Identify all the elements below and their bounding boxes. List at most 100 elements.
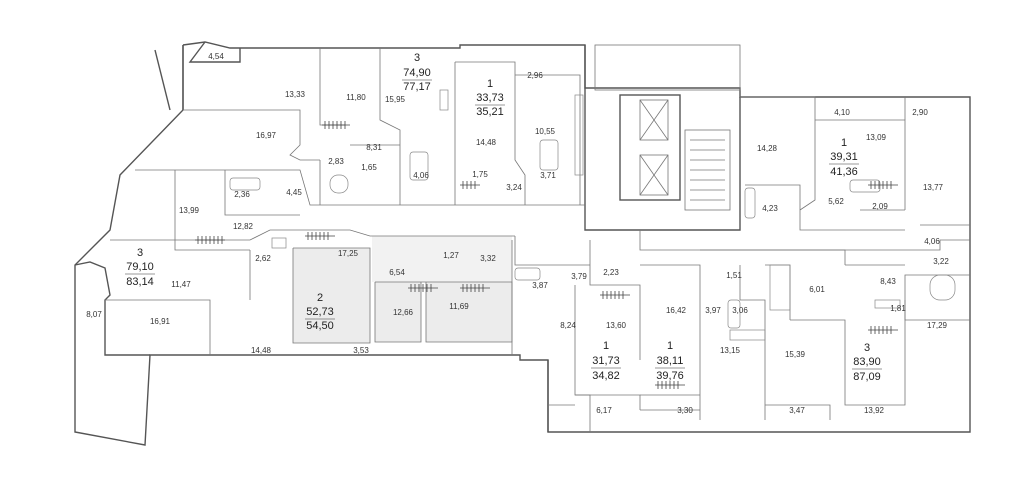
room-area-label: 14,48: [476, 138, 497, 147]
elevator-1: [639, 99, 669, 141]
room-area-label: 3,30: [677, 406, 693, 415]
apartment-label[interactable]: 3 83,90 87,09: [852, 342, 882, 383]
room-area-label: 13,09: [866, 133, 887, 142]
room-area-label: 3,06: [732, 306, 748, 315]
room-area-label: 1,51: [726, 271, 742, 280]
room-area-label: 15,39: [785, 350, 806, 359]
apartment-rooms: 1: [667, 340, 673, 352]
apartment-label[interactable]: 1 39,31 41,36: [829, 137, 859, 178]
apartment-label[interactable]: 3 79,10 83,14: [125, 247, 155, 288]
apartment-area-living: 38,11: [657, 355, 684, 367]
room-area-label: 6,17: [596, 406, 612, 415]
room-area-label: 11,80: [346, 93, 366, 102]
apartment-area-total: 39,76: [656, 370, 684, 382]
apartment-area-living: 31,73: [592, 355, 620, 367]
apartment-rooms: 3: [864, 342, 870, 354]
room-area-label: 2,83: [328, 157, 344, 166]
room-area-label: 14,28: [757, 144, 778, 153]
apartment-rooms: 1: [841, 137, 847, 149]
room-area-label: 3,24: [506, 183, 522, 192]
room-area-label: 4,10: [834, 108, 850, 117]
apartment-area-total: 35,21: [476, 106, 504, 118]
highlight-area-bedroom: [375, 282, 421, 342]
room-area-label: 2,23: [603, 268, 619, 277]
apartment-area-total: 83,14: [126, 276, 154, 288]
apartment-rooms: 2: [317, 292, 323, 304]
room-area-label: 13,60: [606, 321, 627, 330]
room-area-label: 16,97: [256, 131, 277, 140]
room-area-label: 11,69: [449, 302, 469, 311]
room-area-label: 12,82: [233, 222, 254, 231]
room-area-label: 3,53: [353, 346, 369, 355]
apartment-label[interactable]: 1 38,11 39,76: [655, 340, 685, 382]
room-area-label: 16,42: [666, 306, 687, 315]
room-area-label: 3,22: [933, 257, 949, 266]
room-area-label: 8,43: [880, 277, 896, 286]
outer-walls: [74, 41, 971, 446]
apartment-area-total: 77,17: [403, 81, 431, 93]
room-area-label: 5,62: [828, 197, 844, 206]
apartment-area-total: 34,82: [592, 370, 620, 382]
room-area-label: 3,71: [540, 171, 556, 180]
room-area-label: 6,01: [809, 285, 825, 294]
room-area-label: 2,62: [255, 254, 271, 263]
highlighted-apartment[interactable]: [293, 236, 512, 343]
room-area-label: 1,81: [890, 304, 906, 313]
apartment-area-total: 41,36: [830, 166, 858, 178]
apartment-area-living: 79,10: [126, 261, 154, 273]
stairs: [684, 129, 731, 211]
apartment-label[interactable]: 3 74,90 77,17: [402, 52, 432, 93]
room-area-label: 4,23: [762, 204, 778, 213]
room-area-label: 2,90: [912, 108, 928, 117]
room-area-label: 17,29: [927, 321, 948, 330]
room-area-label: 1,27: [443, 251, 459, 260]
room-area-label: 15,95: [385, 95, 406, 104]
apartment-area-total: 54,50: [306, 320, 334, 332]
room-area-label: 8,31: [366, 143, 382, 152]
core: [594, 44, 741, 211]
room-area-label: 13,99: [179, 206, 200, 215]
room-area-label: 16,91: [150, 317, 171, 326]
room-area-label: 11,47: [171, 280, 191, 289]
room-labels: 4,54 13,33 11,80 15,95 2,96 16,97 8,31 1…: [86, 52, 949, 415]
room-area-label: 3,32: [480, 254, 496, 263]
apartment-area-living: 74,90: [403, 67, 431, 79]
apartment-rooms: 1: [487, 78, 493, 90]
room-area-label: 13,77: [923, 183, 944, 192]
room-area-label: 4,45: [286, 188, 302, 197]
room-area-label: 2,09: [872, 202, 888, 211]
room-area-label: 8,07: [86, 310, 102, 319]
room-area-label: 13,33: [285, 90, 306, 99]
room-area-label: 4,06: [413, 171, 429, 180]
room-area-label: 14,48: [251, 346, 272, 355]
room-area-label: 17,25: [338, 249, 359, 258]
room-area-label: 3,97: [705, 306, 721, 315]
apartment-rooms: 1: [603, 340, 609, 352]
apartment-rooms: 3: [414, 52, 420, 64]
room-area-label: 3,79: [571, 272, 587, 281]
elevator-2: [639, 154, 669, 196]
interior-walls: [105, 48, 970, 432]
room-area-label: 10,55: [535, 127, 556, 136]
apartment-area-living: 83,90: [853, 356, 881, 368]
apartment-labels: 3 74,90 77,17 1 33,73 35,21 1 39,31 41,3…: [125, 52, 882, 383]
room-area-label: 1,75: [472, 170, 488, 179]
apartment-label[interactable]: 1 31,73 34,82: [591, 340, 621, 382]
room-area-label: 2,96: [527, 71, 543, 80]
apartment-label[interactable]: 2 52,73 54,50: [305, 292, 335, 332]
room-area-label: 4,06: [924, 237, 940, 246]
apartment-area-living: 39,31: [830, 151, 858, 163]
highlight-area-room: [426, 282, 512, 342]
highlight-area-hall: [372, 236, 512, 282]
apartment-area-living: 52,73: [306, 306, 334, 318]
room-area-label: 6,54: [389, 268, 405, 277]
hatches: [195, 121, 898, 389]
fixtures: [229, 89, 956, 341]
apartment-label[interactable]: 1 33,73 35,21: [475, 78, 505, 118]
apartment-rooms: 3: [137, 247, 143, 259]
room-area-label: 13,92: [864, 406, 885, 415]
room-area-label: 12,66: [393, 308, 414, 317]
room-area-label: 3,47: [789, 406, 805, 415]
